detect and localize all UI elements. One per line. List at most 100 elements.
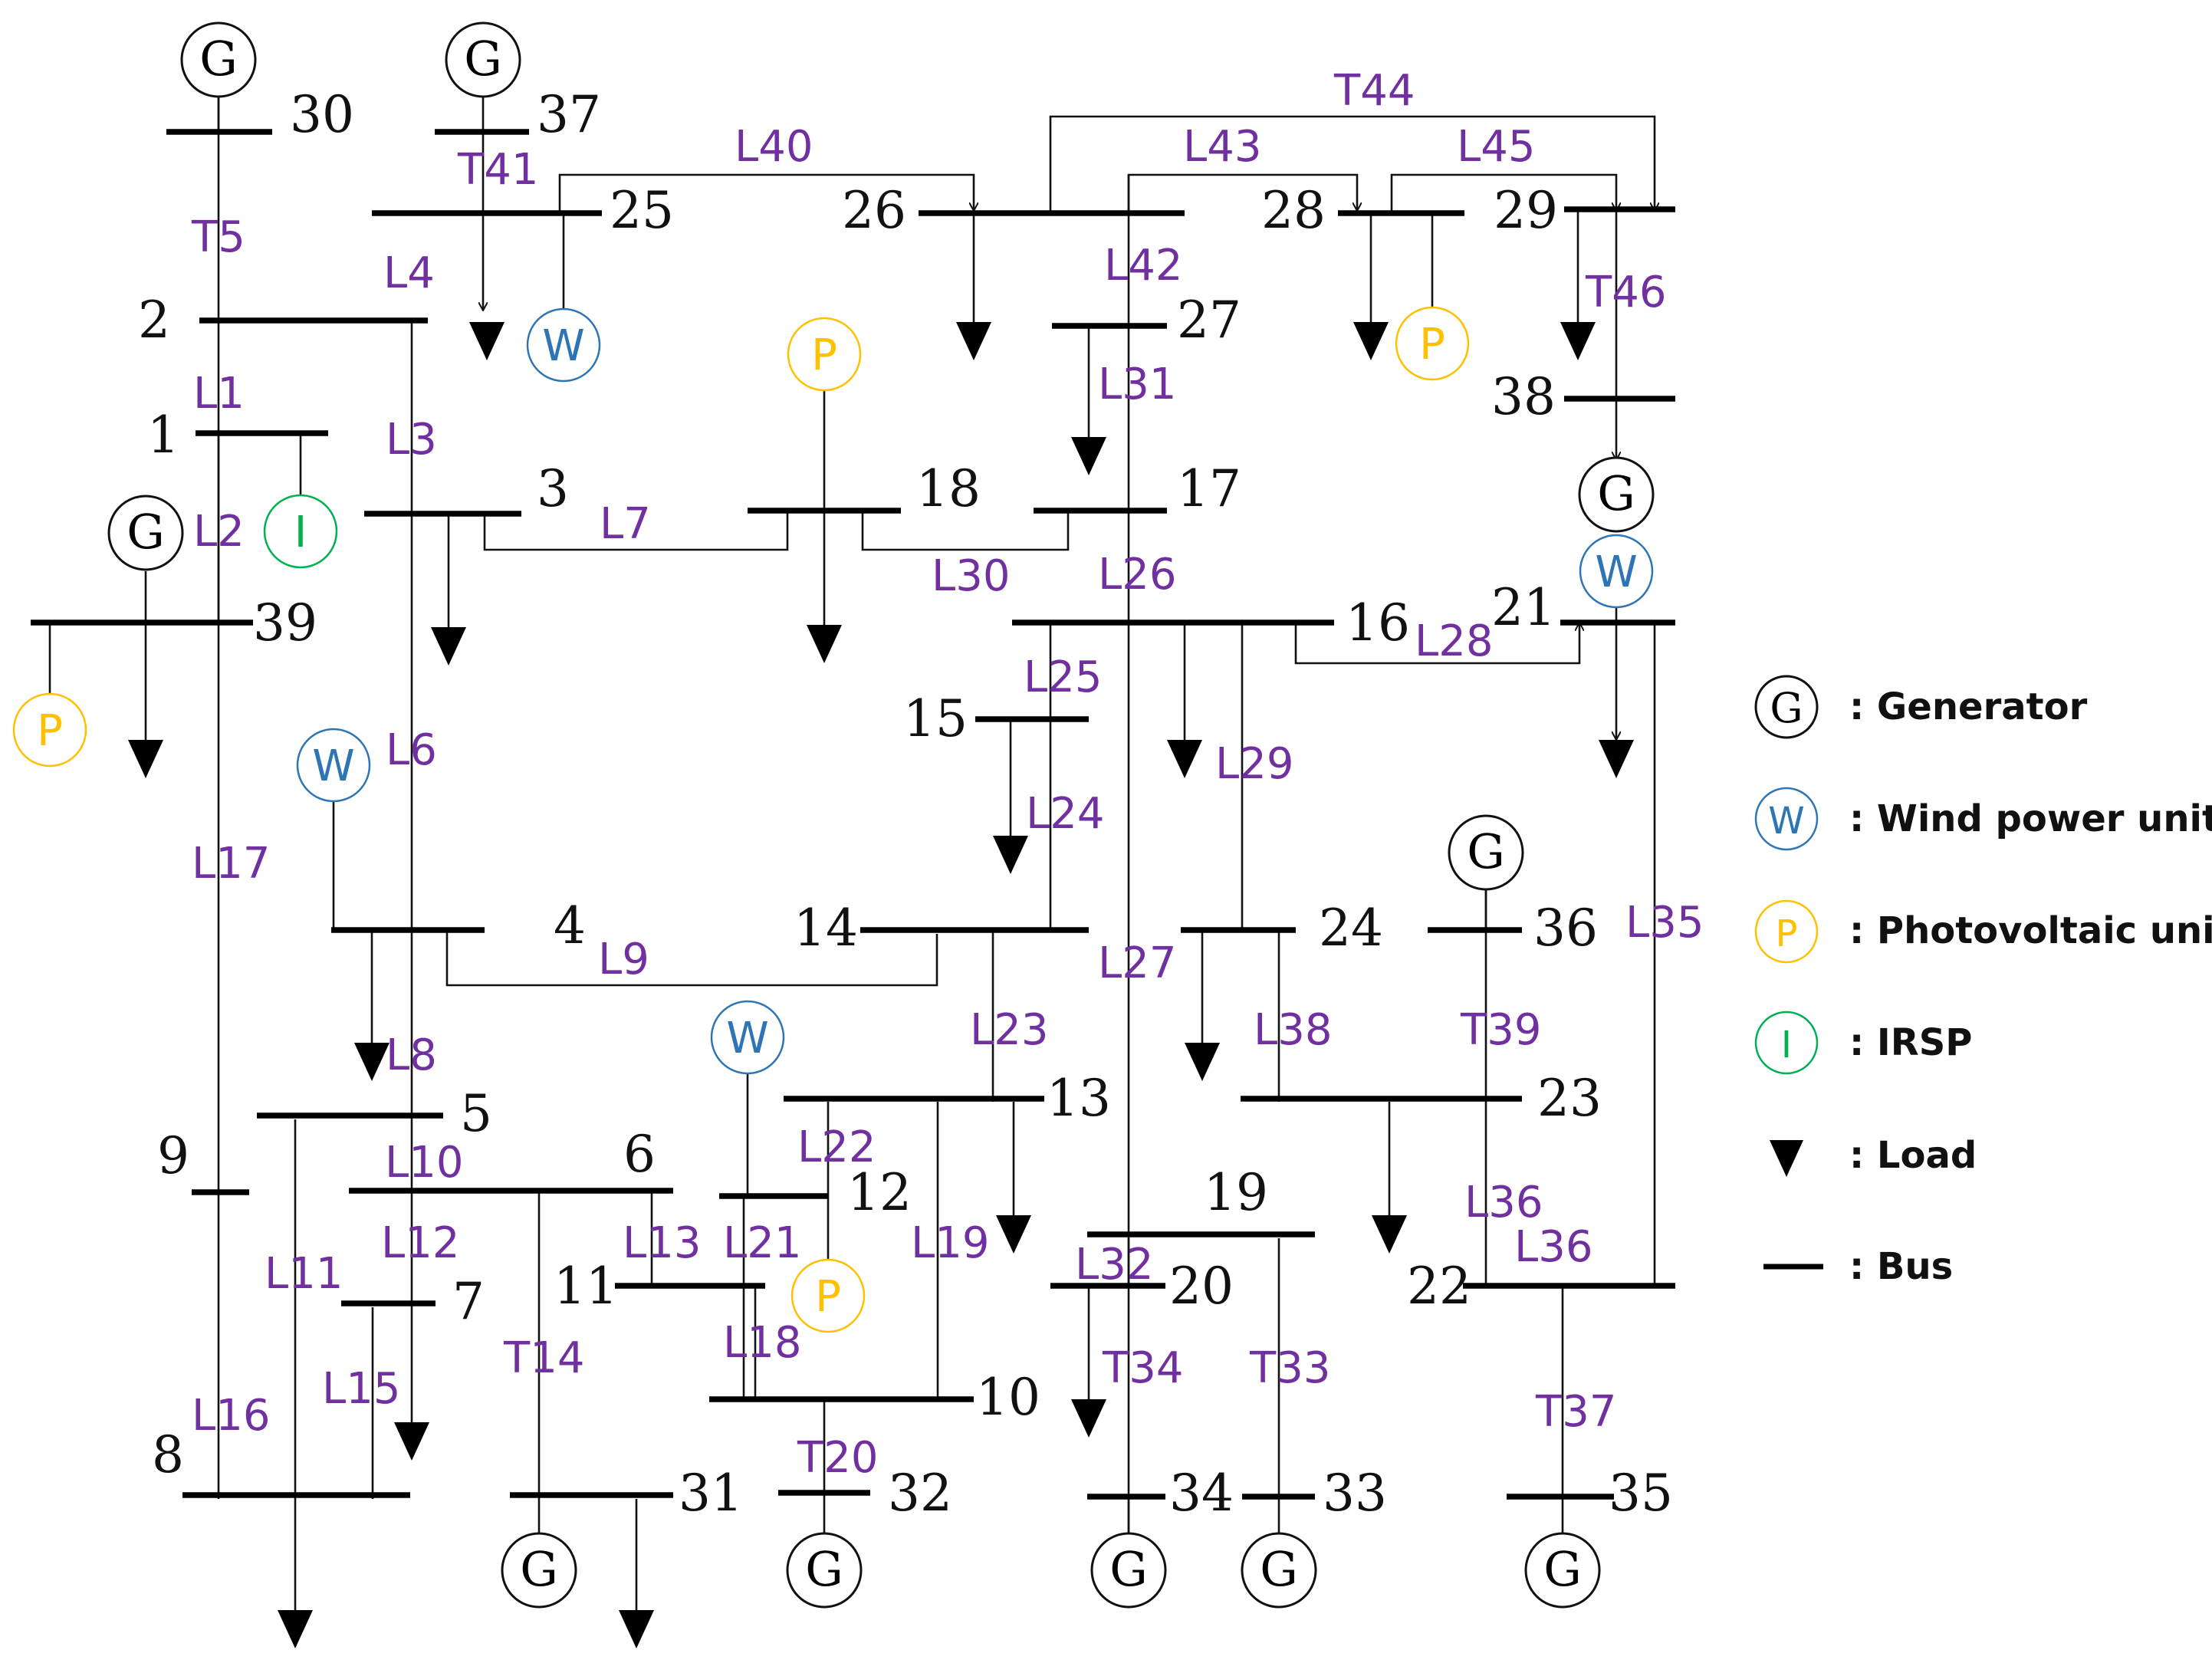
load-icon	[128, 740, 163, 778]
bus-number: 26	[842, 181, 906, 240]
device-connections	[48, 88, 1616, 1618]
branch-label: L26	[1098, 550, 1176, 600]
branch-label: T39	[1460, 1005, 1541, 1055]
generator-icon: G	[1448, 814, 1524, 891]
svg-text:G: G	[1109, 1541, 1148, 1597]
branch-label: L21	[723, 1218, 801, 1268]
load-icon	[431, 627, 466, 666]
bus-number: 19	[1204, 1163, 1268, 1222]
bus-number: 7	[452, 1272, 485, 1331]
legend-item-generator: G : Generator	[1754, 675, 2088, 739]
wind-icon: W	[1768, 800, 1804, 843]
load-icon	[807, 625, 842, 663]
svg-text:G: G	[464, 31, 502, 87]
branch-label: L38	[1254, 1005, 1332, 1055]
generator-icon: G	[1578, 456, 1655, 533]
svg-text:G: G	[1543, 1541, 1582, 1597]
svg-text:W: W	[312, 741, 354, 791]
legend: G : Generator W : Wind power unit P : Ph…	[1754, 675, 2212, 1288]
branch-label: L29	[1215, 739, 1293, 789]
branch-labels: T41 L40 T44 L43 L45 T5 L4 L42 T46 L1 L31…	[191, 66, 1704, 1483]
bus-numbers: 30 37 25 26 28 29 2 27 38 1 3 18 17 39 1…	[138, 85, 1673, 1523]
legend-label: : Generator	[1849, 685, 2088, 728]
branch-label: T5	[191, 212, 245, 262]
bus-number: 22	[1407, 1257, 1471, 1316]
svg-text:G: G	[199, 31, 238, 87]
bus-number: 13	[1047, 1069, 1111, 1128]
legend-label: : Photovoltaic unit	[1849, 909, 2212, 952]
legend-item-load: : Load	[1770, 1134, 1977, 1177]
branch-label: T41	[457, 145, 538, 195]
bus-number: 3	[537, 459, 569, 518]
photovoltaic-icon: P	[1776, 912, 1798, 955]
svg-text:W: W	[1595, 547, 1637, 597]
branch-label: L19	[911, 1218, 989, 1268]
branch-label: L24	[1026, 789, 1104, 839]
bus-number: 21	[1491, 578, 1556, 637]
branch-label: L4	[383, 248, 435, 298]
load-icon	[619, 1610, 654, 1648]
wind-unit-icon: W	[1579, 534, 1654, 609]
bus-number: 31	[679, 1464, 743, 1523]
svg-text:G: G	[1597, 465, 1635, 521]
branch-label: L6	[386, 725, 437, 775]
branch-label: L9	[598, 935, 649, 984]
branch-label: L1	[193, 369, 245, 419]
bus-number: 16	[1346, 593, 1410, 652]
branch-label: L18	[723, 1318, 801, 1368]
photovoltaic-unit-icon: P	[12, 692, 87, 767]
bus-number: 17	[1177, 459, 1241, 518]
legend-label: : Wind power unit	[1849, 797, 2212, 840]
bus-number: 9	[157, 1126, 189, 1185]
legend-item-bus: : Bus	[1763, 1245, 1953, 1288]
bus-number: 23	[1537, 1069, 1602, 1128]
bus-number: 5	[460, 1084, 492, 1143]
svg-text:P: P	[811, 330, 837, 380]
bus-number: 15	[903, 689, 968, 748]
bus-number: 12	[847, 1163, 912, 1222]
generator-icon: G	[1241, 1532, 1317, 1609]
branch-label: L36	[1464, 1178, 1543, 1228]
branch-label: L23	[970, 1005, 1048, 1055]
branch-label: L31	[1098, 360, 1176, 409]
generator-icon: G	[445, 21, 521, 98]
bus-number: 35	[1609, 1464, 1673, 1523]
bus-number: 39	[253, 593, 317, 652]
legend-item-photovoltaic: P : Photovoltaic unit	[1754, 899, 2212, 964]
bus-number: 6	[623, 1125, 656, 1184]
load-icon	[1560, 322, 1596, 360]
photovoltaic-unit-icon: P	[787, 317, 862, 392]
connection-wires	[217, 88, 1655, 1560]
load-icon	[1167, 740, 1202, 778]
load-icon	[1770, 1140, 1803, 1177]
loads	[128, 322, 1634, 1648]
branch-label: L16	[192, 1391, 270, 1441]
bus-number: 38	[1491, 367, 1556, 426]
branch-label: L11	[265, 1249, 343, 1299]
branch-label: L10	[385, 1138, 463, 1188]
svg-text:P: P	[815, 1272, 841, 1322]
wind-unit-icon: W	[710, 1000, 785, 1075]
branch-label: L30	[932, 551, 1010, 601]
svg-text:G: G	[1467, 823, 1505, 879]
load-icon	[996, 1215, 1031, 1254]
branch-label: L8	[386, 1030, 437, 1080]
svg-text:P: P	[37, 706, 63, 756]
bus-number: 34	[1169, 1464, 1234, 1523]
load-icon	[1071, 437, 1106, 475]
bus-number: 24	[1319, 899, 1383, 958]
svg-text:I: I	[294, 508, 307, 557]
load-icon	[1185, 1043, 1220, 1081]
bus-number: 4	[554, 896, 586, 955]
svg-text:G: G	[805, 1541, 843, 1597]
load-icon	[1071, 1399, 1106, 1438]
photovoltaic-unit-icon: P	[1395, 306, 1470, 381]
branch-label: L2	[193, 507, 245, 557]
branch-label: T46	[1585, 268, 1666, 317]
legend-label: : Bus	[1849, 1245, 1953, 1288]
branch-label: L15	[322, 1364, 400, 1414]
generator-icon: G	[1524, 1532, 1601, 1609]
branch-label: L25	[1024, 652, 1102, 702]
legend-item-irsp: I : IRSP	[1754, 1011, 1972, 1075]
bus-number: 36	[1533, 899, 1598, 958]
